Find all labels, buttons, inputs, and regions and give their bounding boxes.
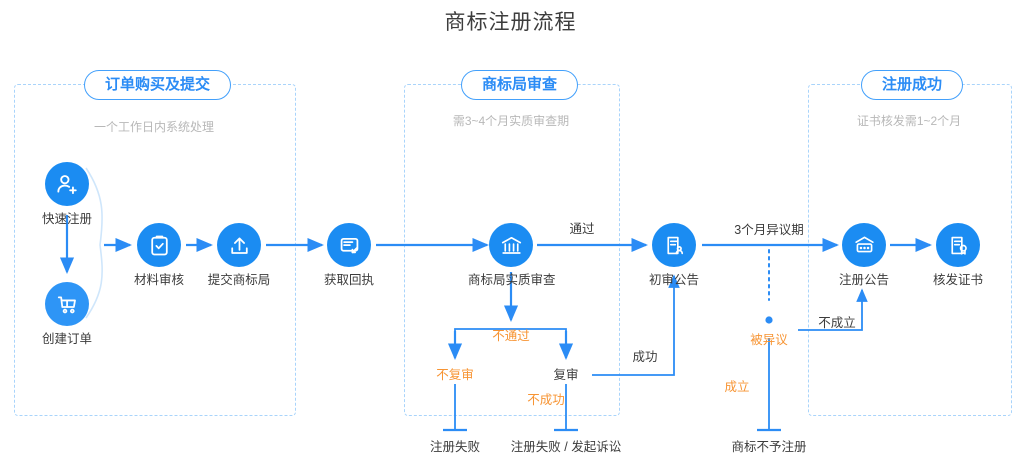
government-bank-icon [489, 223, 533, 267]
edge-label-succeed: 成功 [632, 350, 658, 364]
node-get-receipt[interactable]: 获取回执 [306, 223, 392, 287]
document-person-icon [652, 223, 696, 267]
upload-icon [217, 223, 261, 267]
edge-label-reexam: 复审 [553, 368, 579, 382]
node-label: 核发证书 [932, 273, 983, 287]
node-label: 创建订单 [41, 332, 92, 346]
stage-title-order: 订单购买及提交 [84, 70, 232, 100]
terminal-no-registration: 商标不予注册 [731, 440, 807, 454]
edge-label-valid: 成立 [724, 380, 750, 394]
node-label: 商标局实质审查 [468, 273, 556, 287]
stage-subtitle-order: 一个工作日内系统处理 [93, 120, 214, 134]
edge-label-pass: 通过 [569, 222, 595, 236]
terminal-fail-register: 注册失败 [429, 440, 481, 454]
node-substantive-review[interactable]: 商标局实质审查 [468, 223, 556, 287]
node-label: 注册公告 [838, 273, 889, 287]
node-submit-office[interactable]: 提交商标局 [196, 223, 282, 287]
node-label: 材料审核 [133, 273, 184, 287]
node-material-audit[interactable]: 材料审核 [116, 223, 202, 287]
stage-subtitle-done: 证书核发需1~2个月 [856, 114, 962, 128]
page-title: 商标注册流程 [444, 11, 577, 34]
node-first-notice[interactable]: 初审公告 [631, 223, 717, 287]
node-quick-register[interactable]: 快速注册 [24, 162, 110, 226]
node-label: 初审公告 [648, 273, 699, 287]
node-label: 快速注册 [41, 212, 92, 226]
node-label: 获取回执 [323, 273, 374, 287]
certificate-icon [936, 223, 980, 267]
stage-title-review: 商标局审查 [461, 70, 579, 100]
node-label: 提交商标局 [207, 273, 271, 287]
user-add-icon [45, 162, 89, 206]
terminal-fail-or-litigate: 注册失败 / 发起诉讼 [510, 440, 622, 454]
node-create-order[interactable]: 创建订单 [24, 282, 110, 346]
edge-label-not-valid: 不成立 [818, 316, 856, 330]
edge-label-not-pass: 不通过 [492, 329, 530, 343]
edge-label-opposed: 被异议 [750, 333, 788, 347]
clipboard-check-icon [137, 223, 181, 267]
node-register-notice[interactable]: 注册公告 [821, 223, 907, 287]
stage-title-done: 注册成功 [861, 70, 964, 100]
node-issue-certificate[interactable]: 核发证书 [915, 223, 1001, 287]
edge-label-opposition: 3个月异议期 [734, 223, 804, 237]
announce-board-icon [842, 223, 886, 267]
stage-subtitle-review: 需3~4个月实质审查期 [452, 114, 570, 128]
edge-label-not-succeed: 不成功 [527, 393, 565, 407]
edge-label-no-reexam: 不复审 [436, 368, 474, 382]
mail-receipt-icon [327, 223, 371, 267]
shopping-cart-icon [45, 282, 89, 326]
